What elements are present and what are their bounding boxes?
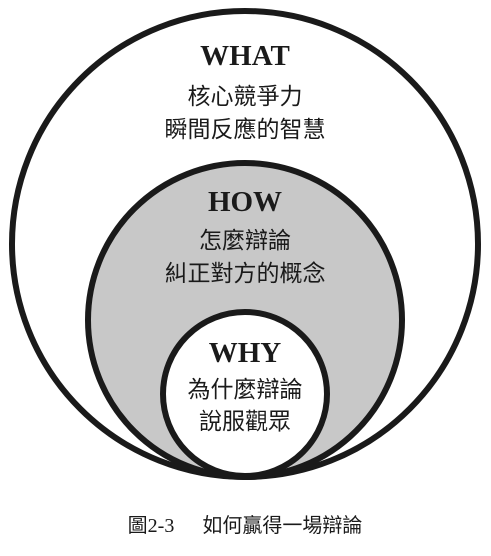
- why-line-1: 為什麼辯論: [188, 377, 303, 403]
- what-line-2: 瞬間反應的智慧: [165, 117, 326, 143]
- what-line-1: 核心競爭力: [188, 84, 303, 110]
- why-title: WHY: [209, 337, 282, 369]
- figure-caption-label: 圖2-3: [128, 515, 175, 537]
- how-title: HOW: [208, 186, 282, 218]
- figure-caption: 圖2-3 如何贏得一場辯論: [128, 514, 363, 537]
- how-line-1: 怎麼辯論: [199, 228, 291, 254]
- figure-caption-text: 如何贏得一場辯論: [202, 514, 362, 537]
- why-circle: [160, 309, 330, 479]
- why-line-2: 說服觀眾: [199, 409, 291, 435]
- how-line-2: 糾正對方的概念: [165, 261, 326, 287]
- what-title: WHAT: [200, 40, 290, 72]
